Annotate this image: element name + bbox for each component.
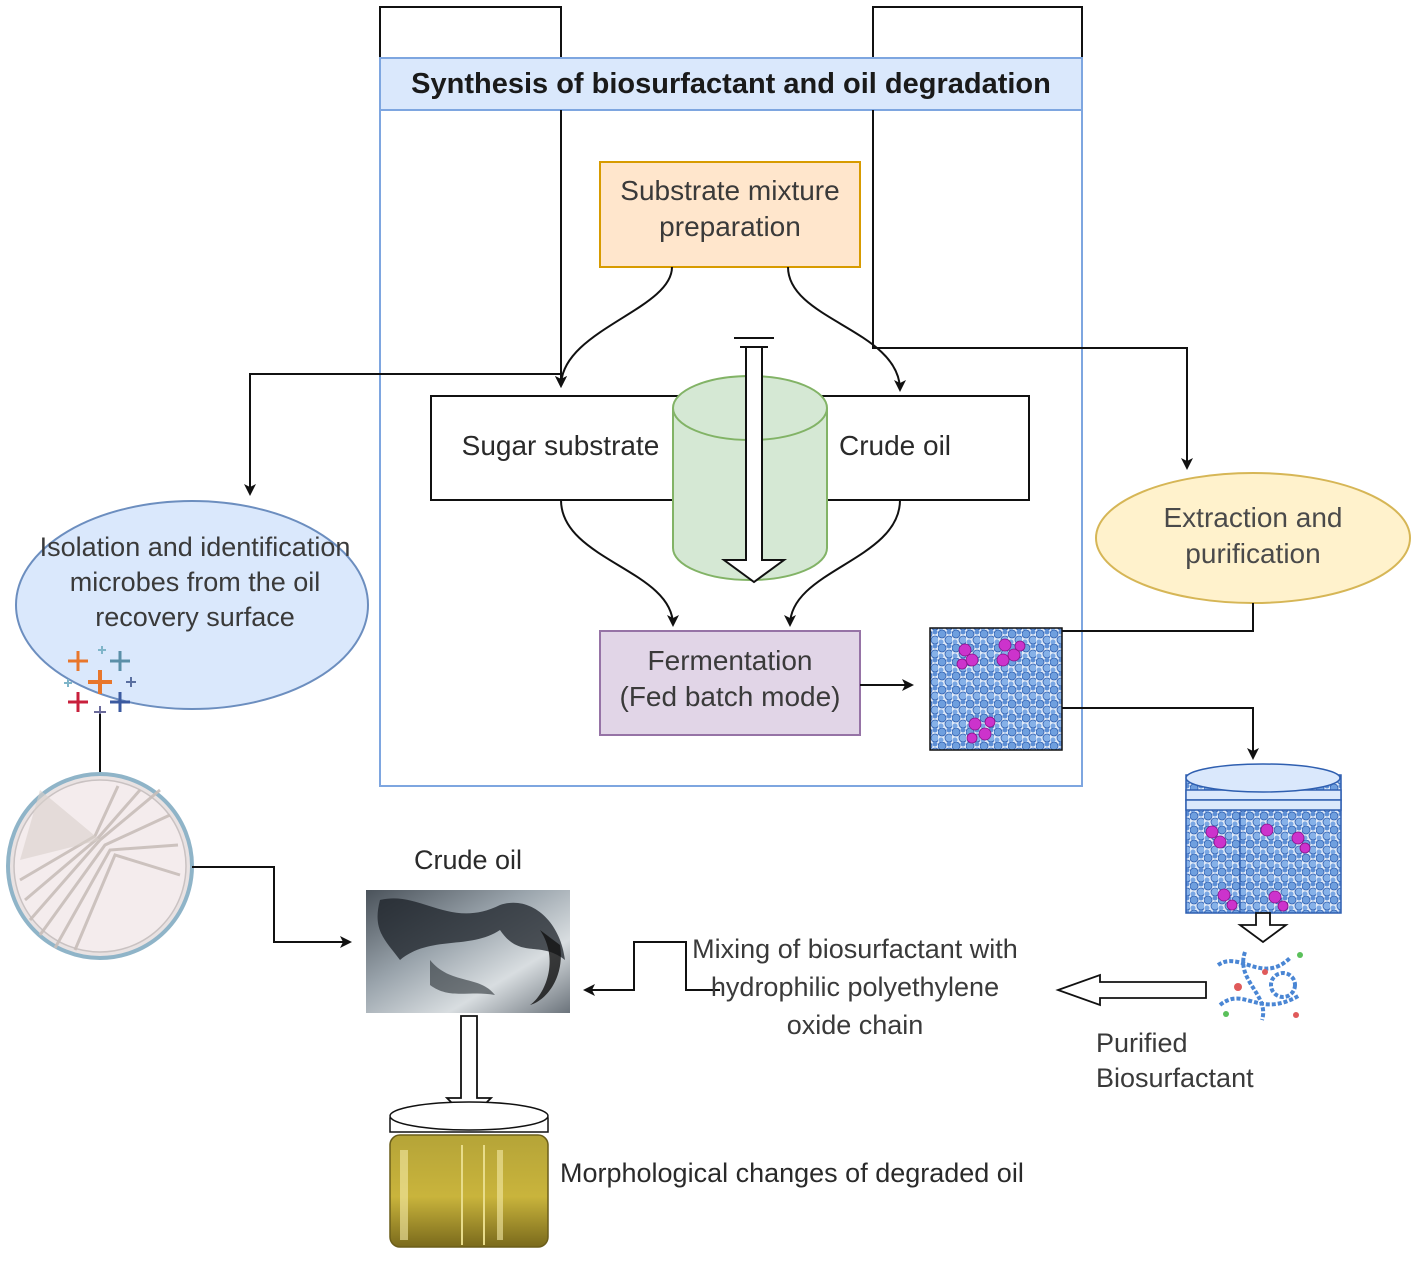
- title-bar: [379, 57, 1083, 111]
- purified-to-mixing-arrow: [1055, 973, 1207, 1007]
- plus-cluster-icon: [64, 646, 136, 718]
- to-isolation-arrow: [244, 373, 561, 496]
- mixing-to-crude-arrow: [583, 941, 720, 996]
- fermentation-label: Fermentation (Fed batch mode): [600, 643, 860, 716]
- substrate-label: Substrate mixture preparation: [620, 175, 840, 243]
- substrate-to-sugar-arrow: [555, 266, 673, 388]
- top-left-bracket: [379, 6, 562, 58]
- purified-label: Purified Biosurfactant: [1096, 1028, 1254, 1094]
- crude-oil-photo-label: Crude oil: [413, 845, 523, 875]
- extraction-link: [1062, 603, 1254, 632]
- purified-molecule-image: [1214, 948, 1308, 1022]
- top-right-bracket: [872, 6, 1083, 58]
- crude-to-fermentation-arrow: [784, 499, 901, 627]
- fermentation-box: [599, 630, 861, 736]
- petri-dish-image: [6, 772, 194, 960]
- molecular-product-image: [929, 627, 1063, 751]
- fermentation-line-2: (Fed batch mode): [619, 681, 841, 713]
- sugar-substrate-label: Sugar substrate: [461, 430, 660, 461]
- substrate-to-crude-arrow: [787, 266, 906, 392]
- substrate-box: [599, 161, 861, 268]
- crude-oil-box-label: Crude oil: [838, 430, 952, 461]
- sugar-to-fermentation-arrow: [560, 499, 679, 627]
- purified-container: [1185, 763, 1342, 914]
- fermentation-line-1: Fermentation: [647, 645, 813, 676]
- isolation-label: Isolation and identification microbes fr…: [39, 532, 351, 633]
- extraction-label: Extraction and purification: [1163, 502, 1343, 570]
- right-feed-line: [872, 110, 1193, 470]
- crude-oil-photo: [366, 890, 570, 1013]
- diagram-title: Synthesis of biosurfactant and oil degra…: [411, 68, 1051, 100]
- product-to-container-arrow: [1062, 707, 1259, 760]
- container-down-arrow: [1237, 912, 1289, 944]
- morphological-label: Morphological changes of degraded oil: [560, 1158, 1024, 1188]
- degraded-oil-vials-image: [389, 1101, 549, 1248]
- mixing-label: Mixing of biosurfactant with hydrophilic…: [692, 934, 1018, 1040]
- isolation-ellipse: [15, 500, 369, 710]
- stirrer-arrow: [720, 337, 788, 584]
- petri-to-crude-arrow: [192, 866, 352, 948]
